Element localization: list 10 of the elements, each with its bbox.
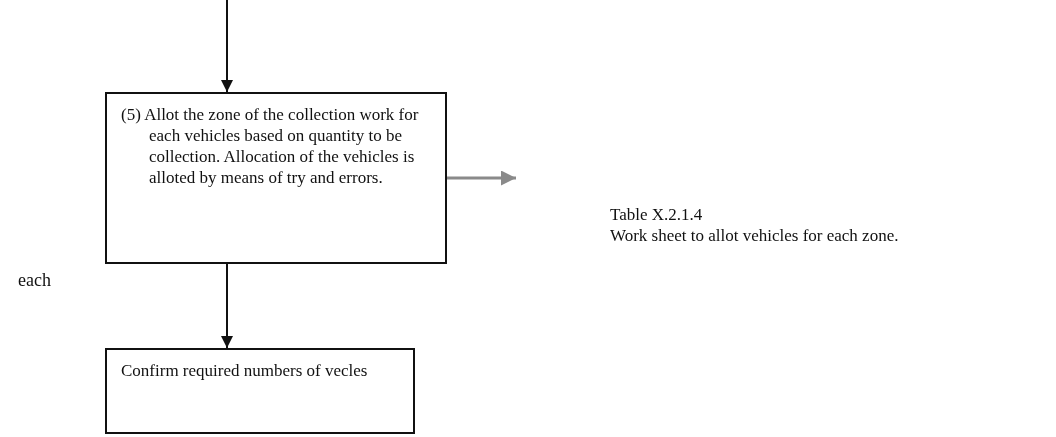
arrow [447, 170, 516, 186]
table-reference: Table X.2.1.4 [610, 204, 704, 225]
step-text: Confirm required numbers of vecles [121, 360, 369, 381]
step-text: (5) Allot the zone of the collection work for each vehicles based on quantity to be collection. Allocation of the vehicles is alloted by means of try and errors. [121, 104, 420, 188]
note-text: each [18, 270, 51, 291]
process-box [105, 348, 415, 434]
process-box [105, 92, 447, 264]
arrow [221, 263, 233, 349]
table-description: Work sheet to allot vehicles for each zone. [610, 225, 900, 246]
arrow [221, 0, 233, 93]
